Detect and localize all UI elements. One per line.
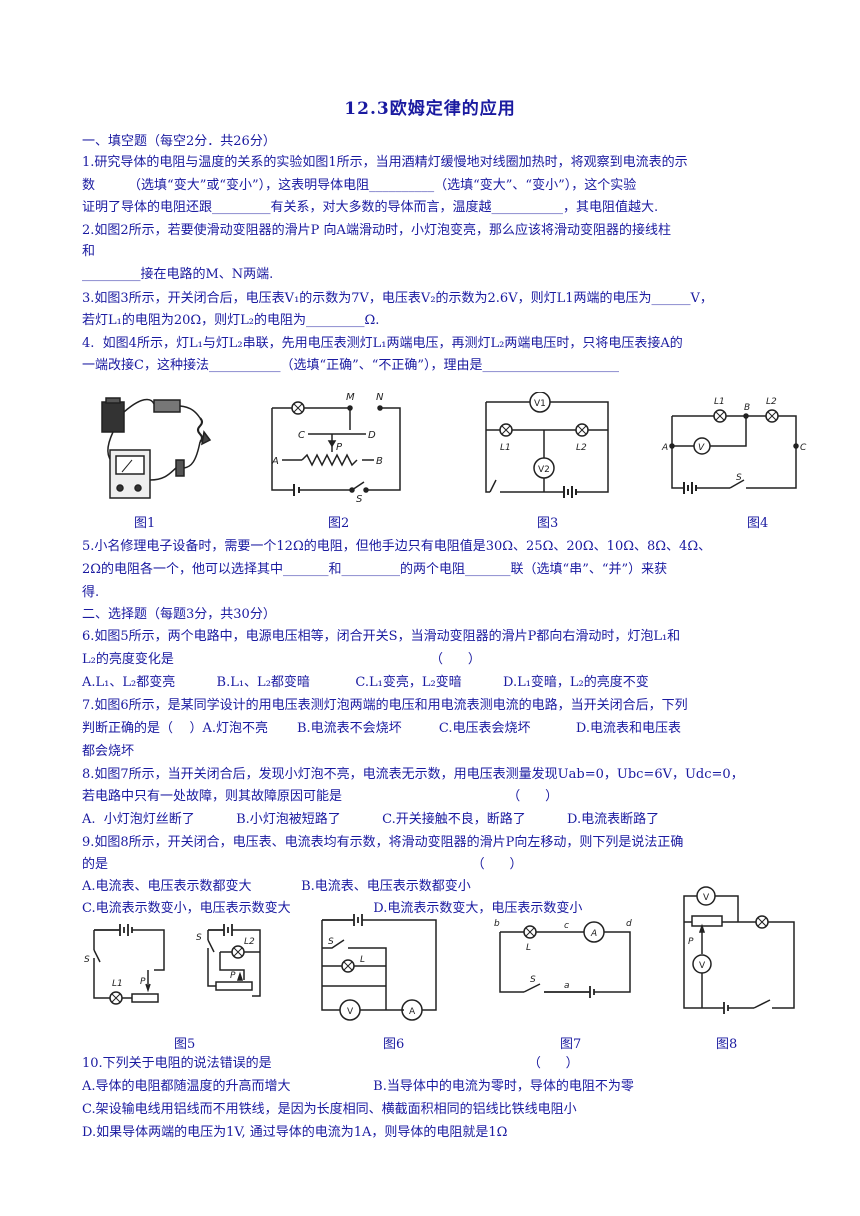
- fig8-label-p: P: [688, 937, 694, 947]
- fig2-label-m: M: [346, 392, 355, 403]
- question-7-line-3: 都会烧坏: [82, 744, 135, 759]
- fig2-label-p: P: [336, 442, 343, 453]
- question-9-options-ab: A.电流表、电压表示数都变大 B.电流表、电压表示数都变小: [82, 879, 471, 894]
- fig4-label-c: C: [800, 443, 807, 453]
- fig5-label-l1: L1: [112, 979, 123, 989]
- question-9-line-2: 的是 （ ）: [82, 857, 523, 872]
- question-1-line-3: 证明了导体的电阻还跟_________有关系，对大多数的导体而言，温度越____…: [82, 200, 659, 215]
- caption-fig-7: 图7: [560, 1037, 582, 1052]
- caption-fig-5: 图5: [174, 1037, 196, 1052]
- question-4-line-1: 4. 如图4所示，灯L₁与灯L₂串联，先用电压表测灯L₁两端电压，再测灯L₂两端…: [82, 336, 683, 351]
- question-2-line-2: 和: [82, 244, 96, 259]
- fig6-label-a: A: [409, 1007, 416, 1017]
- caption-fig-1: 图1: [134, 516, 156, 531]
- fig3-label-v2: V2: [538, 465, 550, 475]
- question-9-options-cd: C.电流表示数变小，电压表示数变大 D.电流表示数变大，电压表示数变小: [82, 901, 583, 916]
- question-4-line-2: 一端改接C，这种接法___________（选填“正确”、“不正确”），理由是_…: [82, 358, 620, 373]
- caption-fig-2: 图2: [328, 516, 350, 531]
- fig7-label-d: d: [626, 919, 632, 929]
- figure-6-circuit: S L V A: [321, 914, 437, 1021]
- question-8-line-2: 若电路中只有一处故障，则其故障原因可能是 （ ）: [82, 789, 559, 804]
- fig7-label-s: S: [530, 975, 536, 985]
- fig4-label-v: V: [698, 443, 705, 453]
- question-1-line-2: 数 （选填“变大”或“变小”），这表明导体电阻__________（选填“变大”…: [82, 178, 637, 193]
- fig6-label-s: S: [328, 937, 334, 947]
- question-10-options-ab: A.导体的电阻都随温度的升高而增大 B.当导体中的电流为零时，导体的电阻不为零: [82, 1079, 634, 1094]
- question-5-line-2: 2Ω的电阻各一个，他可以选择其中_______和_________的两个电阻__…: [82, 562, 668, 577]
- caption-fig-4: 图4: [747, 516, 769, 531]
- question-7-line-1: 7.如图6所示，是某同学设计的用电压表测灯泡两端的电压和用电流表测电流的电路，当…: [82, 698, 688, 713]
- fig5-label-p1: P: [140, 977, 146, 987]
- question-2-line-3: _________接在电路的M、N两端.: [82, 267, 274, 282]
- question-10-option-d: D.如果导体两端的电压为1V, 通过导体的电流为1A，则导体的电阻就是1Ω: [82, 1125, 508, 1140]
- fig2-label-a: A: [271, 456, 279, 467]
- question-5-line-1: 5.小名修理电子设备时，需要一个12Ω的电阻，但他手边只有电阻值是30Ω、25Ω…: [82, 539, 712, 554]
- question-6-line-2: L₂的亮度变化是 （ ）: [82, 652, 481, 667]
- fig5-label-p2: P: [230, 971, 236, 981]
- fig4-label-a: A: [661, 443, 668, 453]
- figure-7-circuit: b L c A d S a: [494, 919, 632, 998]
- fig4-label-s: S: [736, 473, 742, 483]
- fig7-label-a: a: [564, 981, 570, 991]
- question-5-line-3: 得.: [82, 585, 100, 600]
- caption-fig-8: 图8: [716, 1037, 738, 1052]
- question-8-line-1: 8.如图7所示，当开关闭合后，发现小灯泡不亮，电流表无示数，用电压表测量发现Ua…: [82, 767, 744, 782]
- question-10-option-c: C.架设输电线用铝线而不用铁线，是因为长度相同、横截面积相同的铝线比铁线电阻小: [82, 1102, 577, 1117]
- figure-3-circuit: V1 L1 L2 V2: [485, 392, 609, 498]
- question-3-line-2: 若灯L₁的电阻为20Ω，则灯L₂的电阻为_________Ω.: [82, 313, 380, 328]
- question-7-line-2: 判断正确的是（ ）A.灯泡不亮 B.电流表不会烧坏 C.电压表会烧坏 D.电流表…: [82, 721, 682, 736]
- fig3-label-l2: L2: [576, 443, 587, 453]
- figure-5-circuits: S L1 P S L2 P: [84, 924, 261, 1005]
- fig2-label-c: C: [298, 430, 305, 441]
- fig6-label-l: L: [360, 955, 365, 965]
- question-9-line-1: 9.如图8所示，开关闭合，电压表、电流表均有示数，将滑动变阻器的滑片P向左移动，…: [82, 835, 684, 850]
- section-heading-fill: 一、填空题（每空2分．共26分）: [82, 134, 276, 149]
- fig7-label-a-meter: A: [590, 929, 597, 939]
- fig4-label-l2: L2: [766, 397, 777, 407]
- figure-4-circuit: L1 B L2 A V C S: [661, 397, 807, 494]
- caption-fig-3: 图3: [537, 516, 559, 531]
- question-3-line-1: 3.如图3所示，开关闭合后，电压表V₁的示数为7V，电压表V₂的示数为2.6V，…: [82, 291, 713, 306]
- caption-fig-6: 图6: [383, 1037, 405, 1052]
- fig8-label-v-bottom: V: [699, 961, 706, 971]
- fig3-label-v1: V1: [534, 399, 546, 409]
- fig4-label-l1: L1: [714, 397, 725, 407]
- fig4-label-b: B: [744, 403, 750, 413]
- fig2-label-s: S: [356, 494, 363, 502]
- fig3-label-l1: L1: [500, 443, 511, 453]
- figure-2-circuit: M N C D P A B S: [271, 392, 401, 502]
- question-10-line-1: 10.下列关于电阻的说法错误的是 （ ）: [82, 1056, 579, 1071]
- fig7-label-c: c: [564, 921, 569, 931]
- figure-1-apparatus: [101, 397, 212, 499]
- fig2-label-d: D: [368, 430, 376, 441]
- question-6-line-1: 6.如图5所示，两个电路中，电源电压相等，闭合开关S，当滑动变阻器的滑片P都向右…: [82, 629, 681, 644]
- fig6-label-v: V: [347, 1007, 354, 1017]
- figure-8-circuit: V P V: [683, 886, 795, 1014]
- fig7-label-b: b: [494, 919, 500, 929]
- fig8-label-v-top: V: [703, 893, 710, 903]
- question-1-line-1: 1.研究导体的电阻与温度的关系的实验如图1所示，当用酒精灯缓慢地对线圈加热时，将…: [82, 155, 688, 170]
- question-8-options: A. 小灯泡灯丝断了 B.小灯泡被短路了 C.开关接触不良，断路了 D.电流表断…: [82, 812, 660, 827]
- fig5-label-s2: S: [196, 933, 202, 943]
- fig5-label-l2: L2: [244, 937, 255, 947]
- fig2-label-n: N: [376, 392, 384, 403]
- page-title: 12.3欧姆定律的应用: [344, 99, 516, 119]
- fig7-label-l: L: [526, 943, 531, 953]
- fig2-label-b: B: [376, 456, 383, 467]
- section-heading-choice: 二、选择题（每题3分，共30分）: [82, 607, 276, 622]
- question-6-options: A.L₁、L₂都变亮 B.L₁、L₂都变暗 C.L₁变亮，L₂变暗 D.L₁变暗…: [82, 675, 649, 690]
- fig5-label-s1: S: [84, 955, 90, 965]
- question-2-line-1: 2.如图2所示，若要使滑动变阻器的滑片P 向A端滑动时，小灯泡变亮，那么应该将滑…: [82, 223, 671, 238]
